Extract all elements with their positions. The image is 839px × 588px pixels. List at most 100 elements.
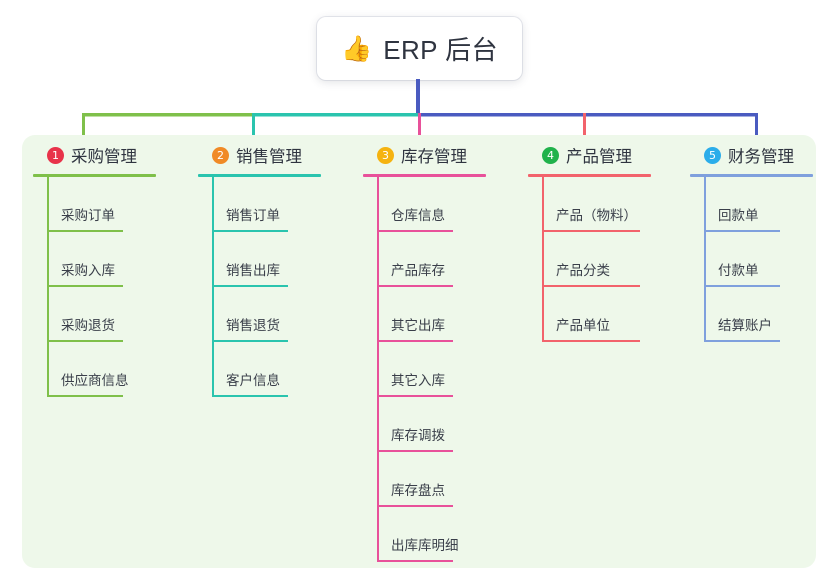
branch-item[interactable]: 结算账户: [690, 287, 813, 342]
branch-title: 库存管理: [401, 148, 467, 166]
branch-column-5[interactable]: 5 财务管理回款单付款单结算账户: [690, 142, 813, 342]
branch-item-label: 销售订单: [226, 208, 280, 223]
branch-spine-line: [377, 177, 379, 562]
branch-item-label: 采购入库: [61, 263, 115, 278]
branch-item[interactable]: 其它出库: [363, 287, 486, 342]
root-node-erp-backend[interactable]: 👍 ERP 后台: [317, 17, 522, 80]
branch-item[interactable]: 客户信息: [198, 342, 321, 397]
branch-item-rule: [704, 285, 780, 287]
thumbs-up-icon: 👍: [341, 35, 373, 63]
branch-item-label: 产品分类: [556, 263, 610, 278]
branch-number-badge: 5: [704, 146, 721, 164]
branch-item-label: 采购退货: [61, 318, 115, 333]
branch-header-5[interactable]: 5 财务管理: [690, 142, 813, 168]
branch-item[interactable]: 销售退货: [198, 287, 321, 342]
branch-item-label: 客户信息: [226, 373, 280, 388]
branch-item-rule: [704, 230, 780, 232]
branch-item-rule: [377, 560, 453, 562]
branch-item[interactable]: 其它入库: [363, 342, 486, 397]
branch-item[interactable]: 库存盘点: [363, 452, 486, 507]
branch-item[interactable]: 销售订单: [198, 177, 321, 232]
branch-item[interactable]: 仓库信息: [363, 177, 486, 232]
branch-number-badge: 1: [47, 146, 64, 164]
branch-item-rule: [377, 230, 453, 232]
branch-item-label: 库存盘点: [391, 483, 445, 498]
branch-item-rule: [377, 505, 453, 507]
branch-item[interactable]: 产品（物料）: [528, 177, 651, 232]
branch-item-rule: [542, 340, 640, 342]
branch-item[interactable]: 产品单位: [528, 287, 651, 342]
branch-item[interactable]: 回款单: [690, 177, 813, 232]
branch-item-label: 产品库存: [391, 263, 445, 278]
branch-item-label: 其它出库: [391, 318, 445, 333]
branch-item-rule: [377, 340, 453, 342]
branch-item-label: 结算账户: [718, 318, 772, 333]
branch-header-rule: [198, 174, 321, 177]
root-trunk-line: [416, 79, 420, 115]
branch-items: 仓库信息产品库存其它出库其它入库库存调拨库存盘点出库库明细: [363, 177, 486, 562]
branch-item-label: 销售退货: [226, 318, 280, 333]
branch-header-rule: [33, 174, 156, 177]
branch-items: 产品（物料） 产品分类产品单位: [528, 177, 651, 342]
branch-item[interactable]: 库存调拨: [363, 397, 486, 452]
branch-number-badge: 4: [542, 146, 559, 164]
branch-item[interactable]: 产品库存: [363, 232, 486, 287]
branch-item-rule: [704, 340, 780, 342]
branch-column-2[interactable]: 2 销售管理销售订单销售出库销售退货客户信息: [198, 142, 321, 397]
branch-item-rule: [377, 285, 453, 287]
branch-item-rule: [47, 285, 123, 287]
branch-number-badge: 3: [377, 146, 394, 164]
branch-column-1[interactable]: 1 采购管理采购订单采购入库采购退货供应商信息: [33, 142, 156, 397]
branch-item-label: 付款单: [718, 263, 759, 278]
bus-segment-2: [252, 113, 421, 117]
branch-header-rule: [363, 174, 486, 177]
branch-item-label: 销售出库: [226, 263, 280, 278]
branch-item[interactable]: 产品分类: [528, 232, 651, 287]
branch-item-label: 库存调拨: [391, 428, 445, 443]
branch-item-label: 其它入库: [391, 373, 445, 388]
branch-item[interactable]: 销售出库: [198, 232, 321, 287]
branch-items: 回款单付款单结算账户: [690, 177, 813, 342]
bus-segment-1: [82, 113, 255, 117]
branch-item[interactable]: 出库库明细: [363, 507, 486, 562]
branch-item-label: 产品单位: [556, 318, 610, 333]
branch-item[interactable]: 供应商信息: [33, 342, 156, 397]
branch-title: 产品管理: [566, 148, 632, 166]
branch-column-3[interactable]: 3 库存管理仓库信息产品库存其它出库其它入库库存调拨库存盘点出库库明细: [363, 142, 486, 562]
branch-spine-line: [704, 177, 706, 342]
branch-items: 销售订单销售出库销售退货客户信息: [198, 177, 321, 397]
branch-item-rule: [212, 340, 288, 342]
branch-item-rule: [47, 340, 123, 342]
branch-item[interactable]: 付款单: [690, 232, 813, 287]
branch-number-badge: 2: [212, 146, 229, 164]
branch-item[interactable]: 采购入库: [33, 232, 156, 287]
branch-item-rule: [542, 285, 640, 287]
branch-header-rule: [528, 174, 651, 177]
branch-item[interactable]: 采购退货: [33, 287, 156, 342]
branch-item-rule: [47, 395, 123, 397]
branch-item-label: 仓库信息: [391, 208, 445, 223]
branch-items: 采购订单采购入库采购退货供应商信息: [33, 177, 156, 397]
branch-spine-line: [212, 177, 214, 397]
branch-item-rule: [212, 285, 288, 287]
branch-header-3[interactable]: 3 库存管理: [363, 142, 486, 168]
branch-header-1[interactable]: 1 采购管理: [33, 142, 156, 168]
branch-item-rule: [542, 230, 640, 232]
branch-item[interactable]: 采购订单: [33, 177, 156, 232]
branches-panel: [22, 135, 816, 568]
branch-title: 销售管理: [236, 148, 302, 166]
root-node-title: ERP 后台: [383, 35, 498, 65]
branch-title: 采购管理: [71, 148, 137, 166]
branch-title: 财务管理: [728, 148, 794, 166]
branch-column-4[interactable]: 4 产品管理产品（物料） 产品分类产品单位: [528, 142, 651, 342]
branch-spine-line: [542, 177, 544, 342]
branch-item-label: 回款单: [718, 208, 759, 223]
branch-item-rule: [212, 230, 288, 232]
branch-item-label: 供应商信息: [61, 373, 129, 388]
branch-item-label: 产品（物料）: [556, 208, 637, 223]
branch-spine-line: [47, 177, 49, 397]
branch-header-2[interactable]: 2 销售管理: [198, 142, 321, 168]
branch-item-rule: [47, 230, 123, 232]
branch-header-4[interactable]: 4 产品管理: [528, 142, 651, 168]
